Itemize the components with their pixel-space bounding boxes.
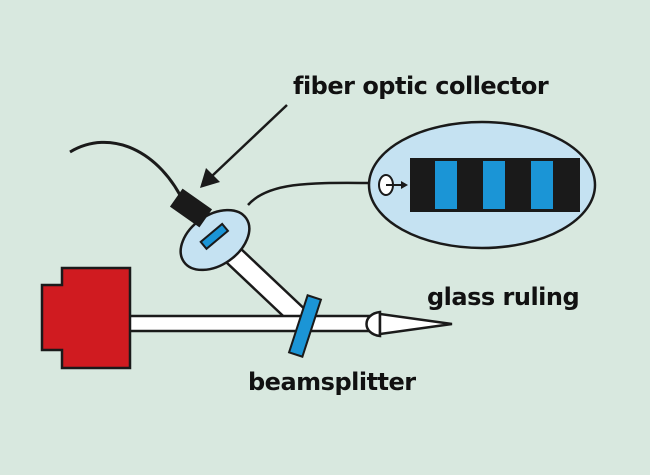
fiber-optic-collector-label: fiber optic collector <box>293 72 549 100</box>
collector-pointer-arrowhead <box>200 168 220 188</box>
laser-source <box>40 266 132 370</box>
beamsplitter-label: beamsplitter <box>248 368 416 396</box>
fiber-cable <box>69 141 187 206</box>
ruling-stripe-2 <box>483 161 505 209</box>
glass-ruling-label: glass ruling <box>427 283 580 311</box>
signal-line <box>247 181 379 206</box>
focused-beam-cone <box>378 312 453 336</box>
inset-probe-tip <box>401 181 408 189</box>
ruling-stripe-3 <box>531 161 553 209</box>
main-beam <box>126 314 374 333</box>
beamsplitter <box>287 294 323 358</box>
collector-pointer-line <box>211 104 288 177</box>
fiber-optic-collector-head <box>169 188 213 228</box>
collector-optic <box>199 222 230 251</box>
focusing-lens <box>365 310 382 338</box>
ruling-stripe-1 <box>435 161 457 209</box>
